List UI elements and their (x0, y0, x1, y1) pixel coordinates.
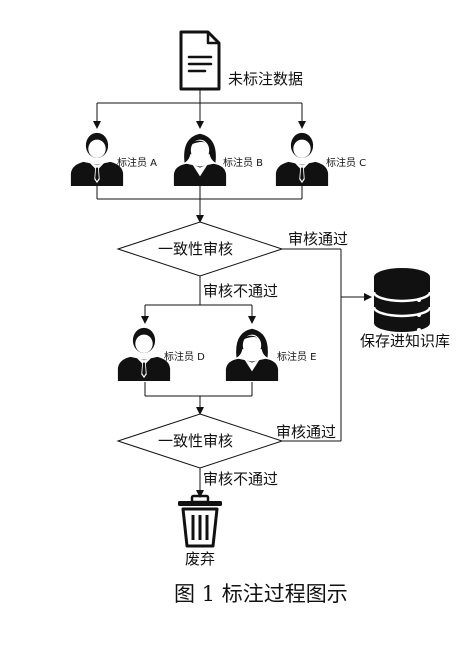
discard-label: 废弃 (185, 550, 216, 568)
round2-merge-lines (144, 382, 253, 415)
annotator-c-label: 标注员 C (326, 158, 367, 169)
annotator-b-avatar-icon (173, 133, 227, 186)
figure-caption: 图 1 标注过程图示 (174, 582, 348, 606)
review2-label: 一致性审核 (158, 432, 234, 450)
review1-pass-path (282, 248, 372, 301)
document-icon (179, 30, 221, 91)
trash-icon (178, 494, 222, 548)
database-icon (372, 268, 432, 332)
annotator-e-label: 标注员 E (277, 352, 317, 363)
review1-fail-label: 审核不通过 (203, 282, 279, 300)
review2-pass-path (282, 297, 342, 442)
knowledge-base-label: 保存进知识库 (360, 332, 451, 350)
review2-fail-label: 审核不通过 (203, 470, 279, 488)
review1-label: 一致性审核 (158, 240, 234, 258)
source-data-label: 未标注数据 (228, 70, 304, 88)
review1-fail-path (141, 276, 256, 324)
annotator-c-avatar-icon (275, 132, 329, 186)
annotator-d-avatar-icon (117, 327, 171, 381)
annotator-a-avatar-icon (70, 132, 124, 186)
review1-pass-label: 审核通过 (288, 230, 349, 248)
annotator-e-avatar-icon (225, 328, 279, 381)
annotator-d-label: 标注员 D (164, 352, 205, 363)
annotator-b-label: 标注员 B (223, 158, 264, 169)
review2-pass-label: 审核通过 (276, 423, 337, 441)
connector-lines (93, 90, 306, 223)
annotator-a-label: 标注员 A (117, 158, 158, 169)
